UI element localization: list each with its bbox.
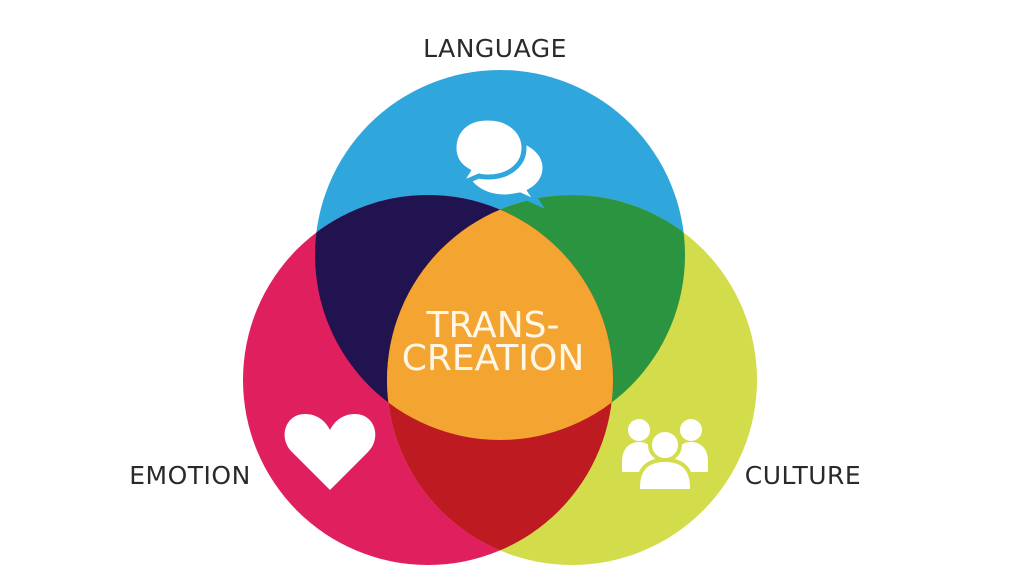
emotion-label: EMOTION: [129, 461, 251, 490]
group-people-icon: [622, 419, 708, 493]
transcreation-label-line1: TRANS-: [426, 305, 560, 346]
speech-bubbles-icon: [451, 115, 548, 209]
transcreation-label-line2: CREATION: [402, 338, 585, 379]
language-label: LANGUAGE: [423, 34, 567, 63]
culture-label: CULTURE: [745, 461, 861, 490]
heart-icon: [284, 414, 376, 490]
center-overlap: [387, 195, 613, 440]
